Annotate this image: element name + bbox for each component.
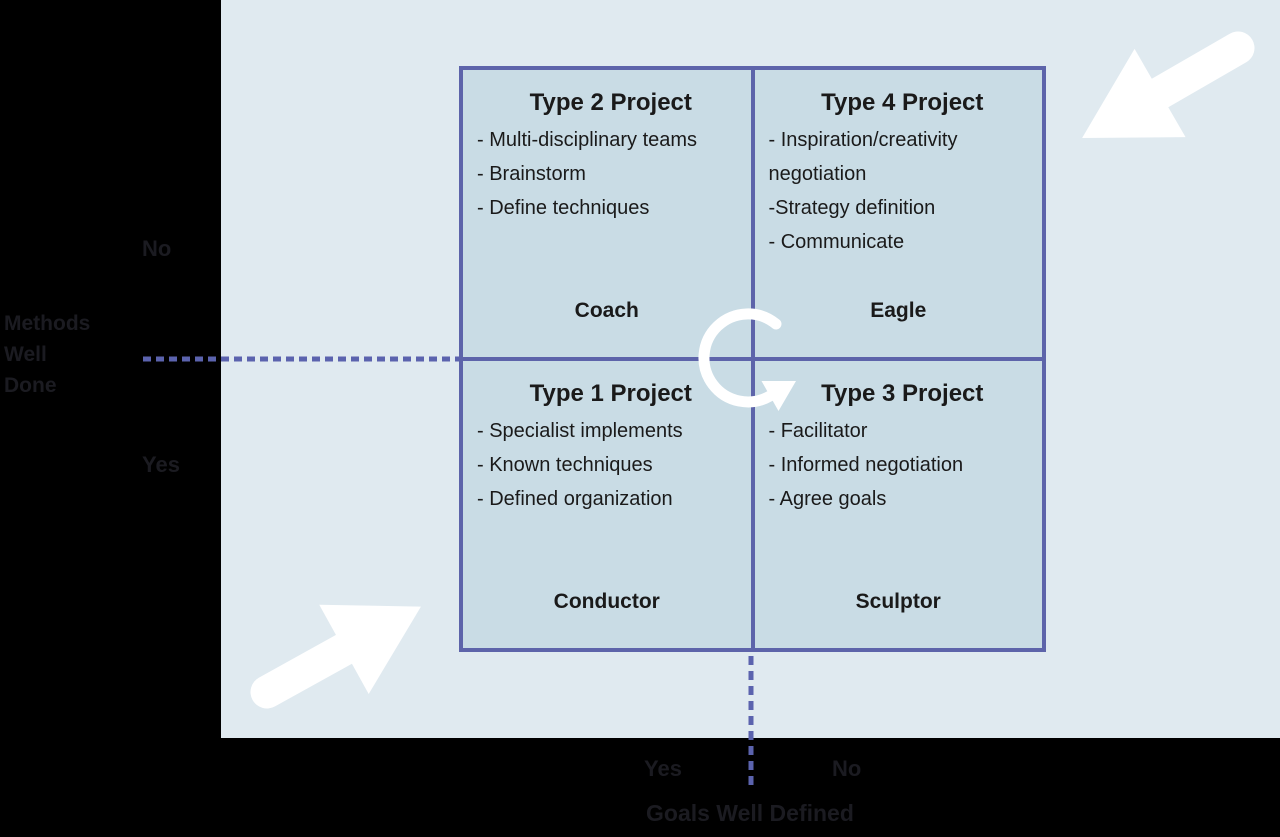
quadrant-title: Type 1 Project — [529, 380, 692, 407]
quadrant-bullet: - Agree goals — [768, 488, 887, 510]
quadrant-title: Type 2 Project — [529, 89, 692, 116]
quadrant-bullet: - Specialist implements — [477, 420, 683, 442]
quadrant-type-4-project: Type 4 Project - Inspiration/creativity … — [754, 70, 1042, 357]
quadrant-bullet: - Communicate — [768, 231, 905, 253]
quadrant-type-3-project: Type 3 Project - Facilitator - Informed … — [754, 361, 1042, 648]
quadrant-role-label: Eagle — [870, 299, 927, 322]
quadrant-role-label: Sculptor — [855, 590, 941, 613]
quadrant-role-label: Coach — [574, 299, 639, 322]
x-axis-no-label: No — [832, 756, 862, 781]
quadrant-matrix: Type 2 Project - Multi-disciplinary team… — [459, 66, 1046, 652]
quadrant-type-2-project: Type 2 Project - Multi-disciplinary team… — [463, 70, 751, 357]
quadrant-bullet: - Known techniques — [477, 454, 653, 476]
x-axis-title: Goals Well Defined — [646, 800, 854, 826]
quadrant-role-label: Conductor — [553, 590, 660, 613]
quadrant-bullet: - Facilitator — [768, 420, 868, 442]
quadrant-bullet: - Inspiration/creativity negotiation — [768, 129, 958, 185]
quadrant-bullet: - Multi-disciplinary teams — [477, 129, 698, 151]
y-axis-no-label: No — [142, 236, 172, 261]
quadrant-title: Type 4 Project — [821, 89, 984, 116]
x-axis-yes-label: Yes — [644, 756, 682, 781]
quadrant-bullet: - Informed negotiation — [768, 454, 964, 476]
quadrant-title: Type 3 Project — [821, 380, 984, 407]
y-axis-title: Methods Well Done — [4, 312, 91, 397]
quadrant-bullet: - Brainstorm — [477, 163, 586, 185]
quadrant-bullet: -Strategy definition — [768, 197, 936, 219]
quadrant-type-1-project: Type 1 Project - Specialist implements -… — [463, 361, 751, 648]
quadrant-bullet: - Defined organization — [477, 488, 673, 510]
y-axis-yes-label: Yes — [142, 452, 180, 477]
quadrant-bullet: - Define techniques — [477, 197, 650, 219]
